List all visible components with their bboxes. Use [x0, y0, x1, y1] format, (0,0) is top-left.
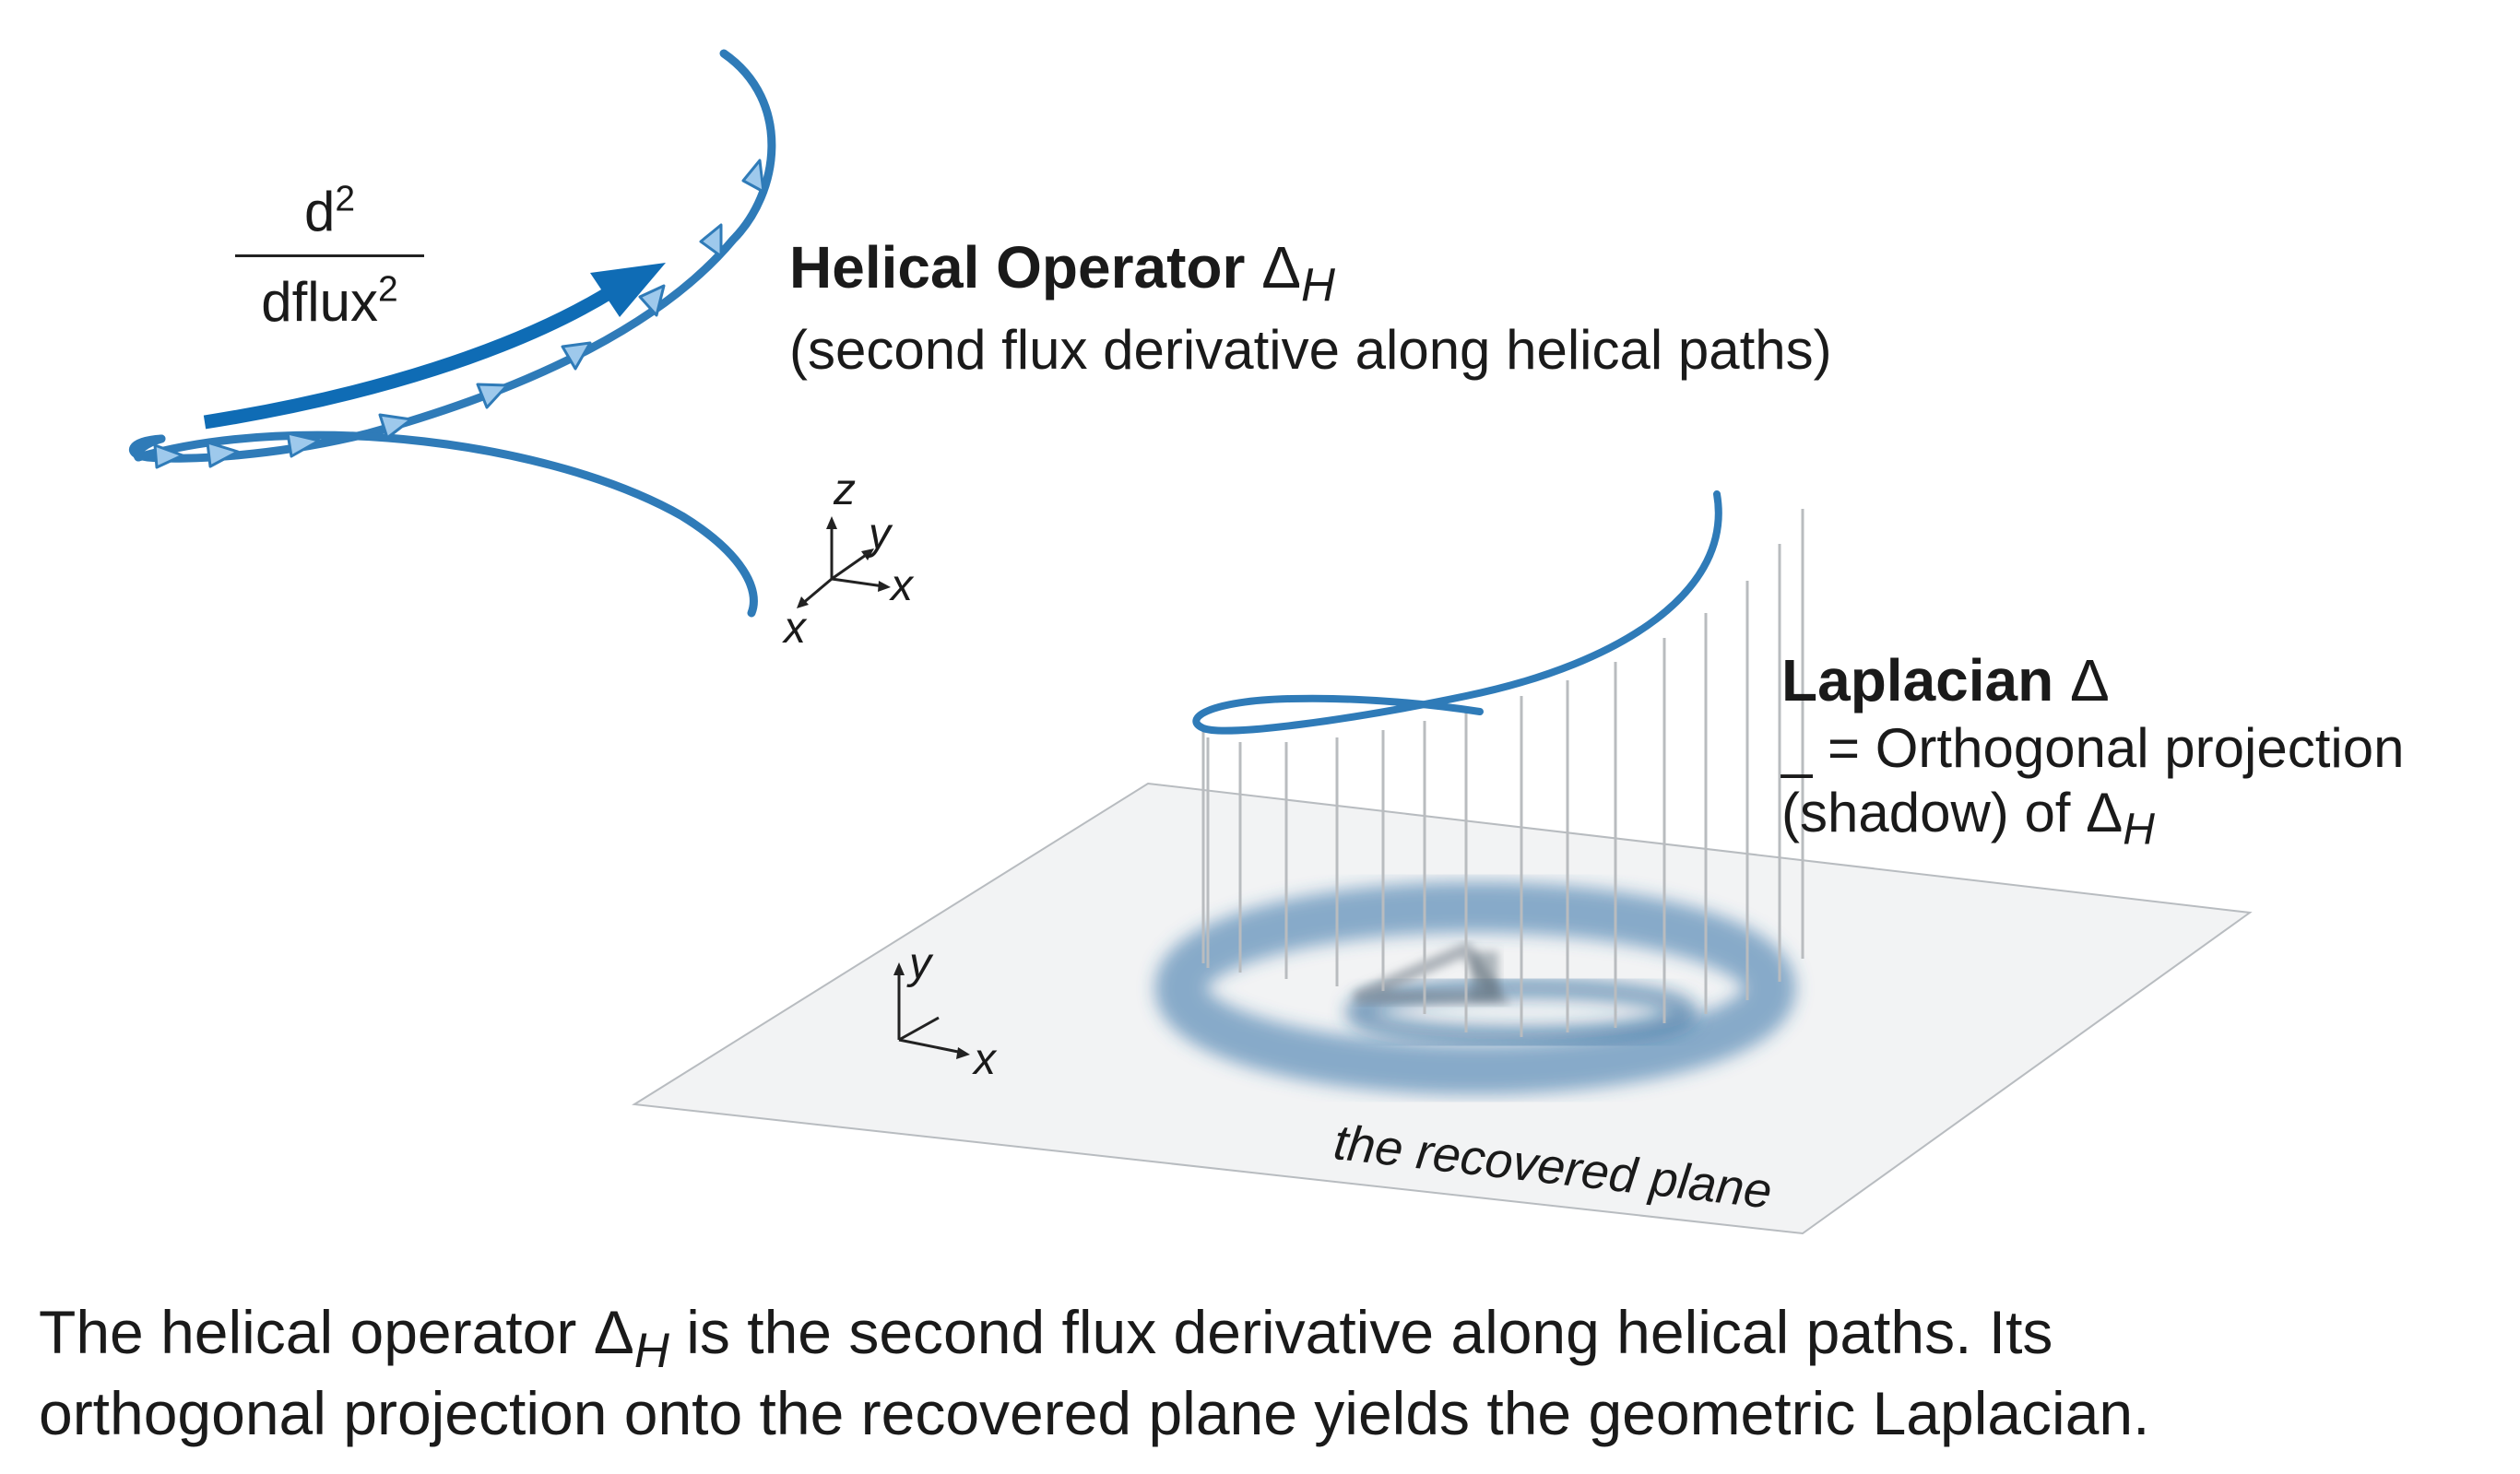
- derivative-arrowhead: [590, 263, 666, 317]
- second-derivative-fraction: d2 dflux2: [235, 180, 424, 334]
- marker-3: [286, 431, 321, 458]
- laplacian-line-2: (shadow) of ΔH: [1781, 782, 2155, 855]
- helix-upper-branch: [128, 49, 776, 463]
- caption-line-1: The helical operator ΔH is the second fl…: [39, 1298, 2053, 1378]
- fraction-denominator: dflux2: [261, 269, 398, 333]
- helical-operator-description: (second flux derivative along helical pa…: [789, 319, 1832, 381]
- marker-8: [699, 223, 723, 258]
- marker-5: [476, 383, 509, 409]
- axis-z-label: z: [834, 466, 856, 514]
- helical-operator-title: Helical Operator ΔH: [789, 234, 1335, 312]
- helix-lower-branch: [134, 430, 758, 618]
- axis-x-right-label: x: [891, 561, 913, 610]
- caption-line-2: orthogonal projection onto the recovered…: [39, 1379, 2150, 1447]
- helix-loop-end: [133, 434, 166, 462]
- axis-y-label: y: [869, 510, 891, 559]
- recovered-plane: [632, 782, 2253, 1235]
- laplacian-line-1: _ = Orthogonal projection: [1781, 717, 2405, 779]
- derivative-arrow: [203, 263, 666, 430]
- marker-6: [561, 341, 592, 371]
- fraction-bar: [235, 254, 424, 257]
- fraction-numerator: d2: [303, 179, 356, 242]
- laplacian-title: Laplacian Δ: [1781, 647, 2110, 713]
- upper-helix: [128, 49, 776, 618]
- projection-lines: [1201, 509, 1804, 1037]
- marker-7: [638, 284, 666, 317]
- marker-9: [741, 159, 765, 194]
- axis-triad-3d: [797, 516, 891, 608]
- marker-1: [153, 443, 184, 469]
- plane-axes: [893, 962, 970, 1059]
- helix-direction-markers: [153, 159, 765, 469]
- plane-axis-x-label: x: [974, 1035, 996, 1084]
- marker-2: [206, 441, 240, 468]
- projected-helix: [1192, 490, 1722, 735]
- marker-4: [378, 413, 413, 440]
- plane-axis-y-label: y: [909, 939, 931, 988]
- axis-x-front-label: x: [784, 604, 806, 653]
